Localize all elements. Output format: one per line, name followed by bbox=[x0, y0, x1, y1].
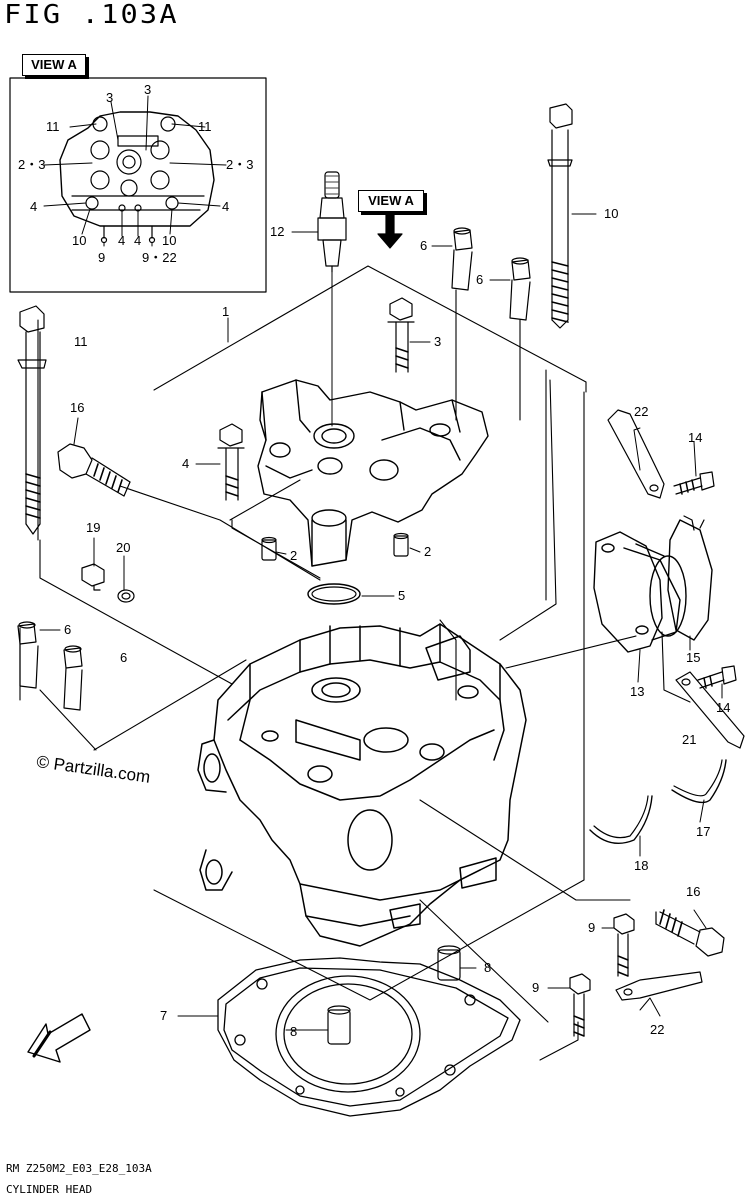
intake-pipe-13 bbox=[593, 531, 687, 653]
assembly-guide-lines bbox=[19, 265, 691, 1061]
va-label: 9・22 bbox=[142, 250, 177, 265]
callout: 5 bbox=[398, 588, 405, 603]
callout: 9 bbox=[588, 920, 595, 935]
footer-name: CYLINDER HEAD bbox=[6, 1183, 93, 1196]
va-label: 10 bbox=[72, 233, 86, 248]
bolts-9 bbox=[569, 913, 635, 1037]
gasket-18 bbox=[589, 795, 653, 844]
va-label: 9 bbox=[98, 250, 105, 265]
bolt-14-upper bbox=[673, 471, 715, 495]
view-a-tag: VIEW A bbox=[22, 54, 86, 76]
callout: 6 bbox=[64, 622, 71, 637]
callout: 11 bbox=[74, 334, 88, 349]
callout-leaders bbox=[39, 213, 723, 1031]
va-label: 11 bbox=[46, 119, 60, 134]
fwd-arrow-icon bbox=[27, 1013, 91, 1063]
bracket-21 bbox=[675, 671, 745, 749]
o-ring-5 bbox=[307, 583, 361, 605]
bracket-22-lower bbox=[615, 971, 703, 1001]
va-label: 4 bbox=[30, 199, 37, 214]
dowel-pins-2 bbox=[261, 532, 409, 561]
callout: 14 bbox=[688, 430, 702, 445]
figure-title: FIG .103A bbox=[4, 0, 179, 30]
bracket-22-upper bbox=[607, 409, 665, 499]
callout: 8 bbox=[484, 960, 491, 975]
callout: 13 bbox=[630, 684, 644, 699]
gasket-17 bbox=[671, 759, 727, 804]
callout: 12 bbox=[270, 224, 284, 239]
cylinder-head bbox=[197, 623, 527, 947]
va-label: 2・3 bbox=[226, 157, 253, 172]
valve-guides-6 bbox=[17, 227, 531, 711]
callout: 14 bbox=[716, 700, 730, 715]
head-gasket-7 bbox=[217, 957, 521, 1117]
main-view-a-tag: VIEW A bbox=[358, 190, 424, 212]
callout: 20 bbox=[116, 540, 130, 555]
va-label: 10 bbox=[162, 233, 176, 248]
callout: 16 bbox=[70, 400, 84, 415]
callout: 6 bbox=[120, 650, 127, 665]
callout: 6 bbox=[476, 272, 483, 287]
clamp-15 bbox=[667, 515, 713, 641]
camshaft-holder bbox=[257, 379, 489, 567]
callout: 18 bbox=[634, 858, 648, 873]
bolt-14-lower bbox=[697, 665, 737, 689]
callout: 1 bbox=[222, 304, 229, 319]
callout: 7 bbox=[160, 1008, 167, 1023]
va-label: 4 bbox=[222, 199, 229, 214]
callout: 8 bbox=[290, 1024, 297, 1039]
callout: 15 bbox=[686, 650, 700, 665]
bolt-3 bbox=[387, 297, 415, 373]
bolt-19-washer-20 bbox=[81, 563, 135, 603]
callout: 16 bbox=[686, 884, 700, 899]
va-label: 4 bbox=[118, 233, 125, 248]
va-label: 4 bbox=[134, 233, 141, 248]
bolt-16-right bbox=[655, 909, 725, 957]
callout-labels: 1 2 2 3 4 5 6 6 6 6 7 8 8 9 9 10 11 12 1… bbox=[64, 206, 730, 1039]
va-label: 3 bbox=[106, 90, 113, 105]
dowels-8 bbox=[327, 945, 461, 1045]
view-a-inset bbox=[9, 77, 267, 293]
callout: 4 bbox=[182, 456, 189, 471]
va-label: 3 bbox=[144, 82, 151, 97]
callout: 19 bbox=[86, 520, 100, 535]
va-label: 2・3 bbox=[18, 157, 45, 172]
bolt-16-left bbox=[57, 443, 131, 497]
callout: 2 bbox=[290, 548, 297, 563]
view-a-labels: 3 3 11 11 2・3 2・3 4 4 4 4 10 10 9 9・22 bbox=[18, 82, 253, 265]
callout: 22 bbox=[650, 1022, 664, 1037]
callout: 21 bbox=[682, 732, 696, 747]
bolt-4 bbox=[217, 423, 245, 501]
callout: 10 bbox=[604, 206, 618, 221]
callout: 6 bbox=[420, 238, 427, 253]
callout: 22 bbox=[634, 404, 648, 419]
callout: 2 bbox=[424, 544, 431, 559]
down-arrow-icon bbox=[377, 213, 403, 249]
footer-code: RM Z250M2_E03_E28_103A bbox=[6, 1162, 152, 1175]
callout: 9 bbox=[532, 980, 539, 995]
callout: 3 bbox=[434, 334, 441, 349]
long-bolt-11 bbox=[17, 305, 47, 535]
long-bolt-10 bbox=[547, 103, 573, 329]
callout: 17 bbox=[696, 824, 710, 839]
va-label: 11 bbox=[198, 119, 212, 134]
spark-plug bbox=[317, 171, 347, 427]
